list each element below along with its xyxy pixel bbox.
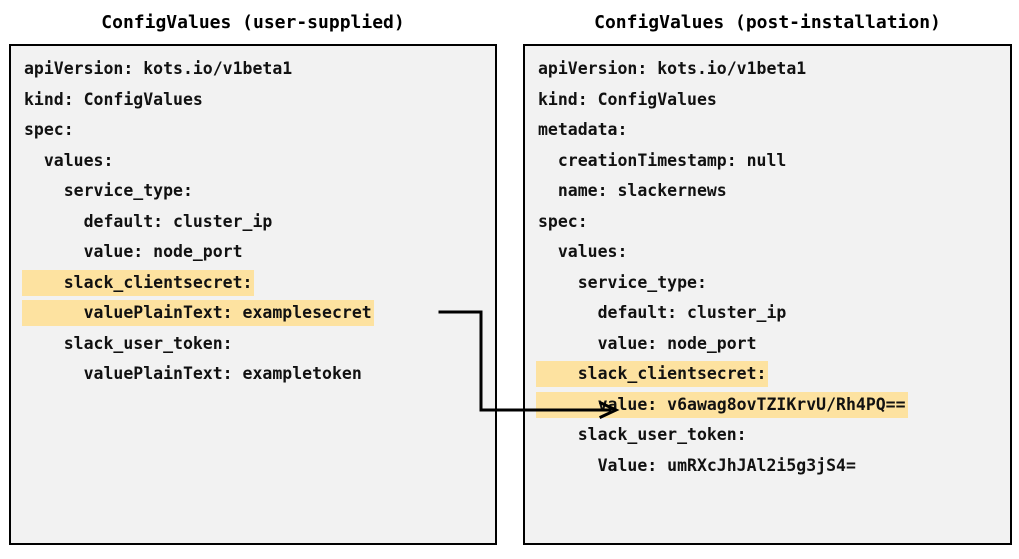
yaml-line: default: cluster_ip [11, 207, 495, 238]
yaml-line-text: metadata: [538, 120, 628, 139]
yaml-line: value: node_port [11, 237, 495, 268]
yaml-line: value: node_port [525, 329, 1010, 360]
yaml-line: slack_clientsecret: [11, 268, 495, 299]
yaml-line: value: v6awag8ovTZIKrvU/Rh4PQ== [525, 390, 1010, 421]
yaml-line: service_type: [525, 268, 1010, 299]
yaml-line-text: default: cluster_ip [538, 303, 787, 322]
panel-title-user-supplied: ConfigValues (user-supplied) [101, 12, 405, 33]
yaml-line-text: kind: ConfigValues [24, 89, 203, 109]
yaml-line: metadata: [525, 115, 1010, 146]
panel-title-post-installation: ConfigValues (post-installation) [594, 12, 941, 33]
yaml-line: slack_user_token: [11, 329, 495, 360]
yaml-line: apiVersion: kots.io/v1beta1 [525, 54, 1010, 85]
yaml-line-text: name: slackernews [538, 181, 727, 200]
yaml-line: apiVersion: kots.io/v1beta1 [11, 54, 495, 85]
yaml-line: spec: [525, 207, 1010, 238]
yaml-line: valuePlainText: examplesecret [11, 298, 495, 329]
yaml-line: values: [525, 237, 1010, 268]
yaml-line-text: kind: ConfigValues [538, 89, 717, 109]
yaml-line: slack_clientsecret: [525, 359, 1010, 390]
yaml-line-text: slack_clientsecret: [537, 362, 768, 386]
panel-user-supplied: apiVersion: kots.io/v1beta1 kind: ConfigV… [9, 44, 497, 545]
yaml-line-text: values: [24, 150, 114, 170]
panel-post-installation: apiVersion: kots.io/v1beta1 kind: ConfigV… [523, 44, 1012, 545]
yaml-line-text: Value: umRXcJhJAl2i5g3jS4= [538, 455, 856, 475]
yaml-line: default: cluster_ip [525, 298, 1010, 329]
yaml-line-text: value: v6awag8ovTZIKrvU/Rh4PQ== [537, 392, 907, 417]
yaml-block-user-supplied: apiVersion: kots.io/v1beta1 kind: ConfigV… [11, 54, 495, 390]
yaml-line-text: service_type: [538, 272, 707, 292]
yaml-line-text: value: node_port [24, 242, 243, 261]
yaml-line: service_type: [11, 176, 495, 207]
yaml-line-text: valuePlainText: exampletoken [24, 364, 362, 383]
yaml-line-text: value: node_port [538, 333, 757, 353]
yaml-line-text: values: [538, 242, 628, 261]
yaml-line-text: creationTimestamp: null [538, 150, 787, 170]
yaml-line: kind: ConfigValues [11, 85, 495, 116]
yaml-line-text: slack_user_token: [538, 425, 747, 444]
yaml-block-post-installation: apiVersion: kots.io/v1beta1 kind: ConfigV… [525, 54, 1010, 481]
yaml-line: spec: [11, 115, 495, 146]
yaml-line-text: spec: [24, 120, 74, 139]
yaml-line: kind: ConfigValues [525, 85, 1010, 116]
yaml-line-text: apiVersion: kots.io/v1beta1 [24, 59, 293, 78]
yaml-line-text: default: cluster_ip [24, 211, 273, 231]
yaml-line-text: apiVersion: kots.io/v1beta1 [538, 59, 807, 78]
yaml-line-text: slack_clientsecret: [23, 270, 254, 295]
yaml-line: name: slackernews [525, 176, 1010, 207]
yaml-line-text: slack_user_token: [24, 333, 233, 353]
yaml-line: values: [11, 146, 495, 177]
yaml-line: valuePlainText: exampletoken [11, 359, 495, 390]
yaml-line: creationTimestamp: null [525, 146, 1010, 177]
yaml-line: Value: umRXcJhJAl2i5g3jS4= [525, 451, 1010, 482]
yaml-line: slack_user_token: [525, 420, 1010, 451]
yaml-line-text: valuePlainText: examplesecret [23, 301, 373, 325]
yaml-line-text: spec: [538, 211, 588, 231]
yaml-line-text: service_type: [24, 181, 193, 200]
